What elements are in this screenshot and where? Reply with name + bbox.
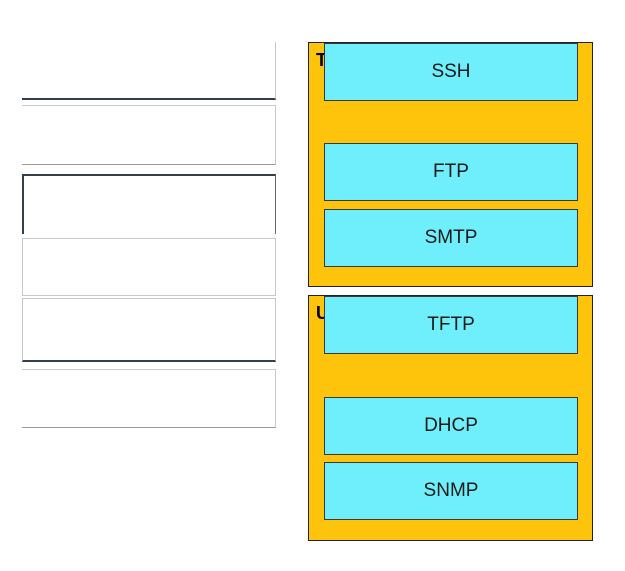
tcp-group: TCP FTP SMTP SSH <box>308 42 593 287</box>
drop-slot-2[interactable] <box>22 105 276 165</box>
drop-slot-6[interactable] <box>22 369 276 428</box>
udp-group: UDP DHCP SNMP TFTP <box>308 295 593 541</box>
drop-slot-3[interactable] <box>22 174 276 234</box>
drop-slot-4[interactable] <box>22 238 276 296</box>
protocol-item-tftp[interactable]: TFTP <box>324 296 578 354</box>
drop-slot-5[interactable] <box>22 298 276 362</box>
drop-slot-1[interactable] <box>22 42 276 100</box>
protocol-item-ftp[interactable]: FTP <box>324 143 578 201</box>
protocol-item-smtp[interactable]: SMTP <box>324 209 578 267</box>
protocol-item-ssh[interactable]: SSH <box>324 43 578 101</box>
protocol-item-dhcp[interactable]: DHCP <box>324 397 578 455</box>
protocol-item-snmp[interactable]: SNMP <box>324 462 578 520</box>
